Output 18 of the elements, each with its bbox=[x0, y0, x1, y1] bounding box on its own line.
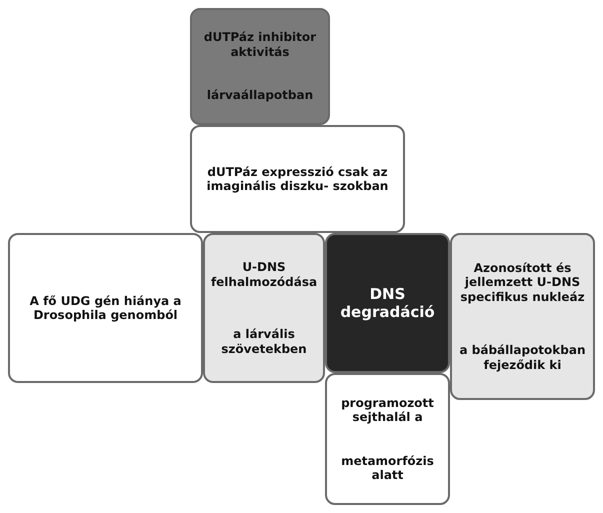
puzzle-piece bbox=[8, 233, 203, 383]
piece-text: a lárvális szövetekben bbox=[220, 327, 308, 356]
piece-text: programozott sejthalál a bbox=[340, 396, 435, 424]
piece-text: a bábállapotokban fejeződik ki bbox=[458, 343, 586, 372]
piece-text: DNS degradáció bbox=[339, 285, 436, 321]
puzzle-piece bbox=[325, 233, 450, 373]
puzzle-piece bbox=[450, 233, 595, 400]
piece-text: U-DNS felhalmozódása bbox=[210, 260, 318, 289]
piece-text: metamorfózis alatt bbox=[340, 454, 435, 482]
puzzle-piece bbox=[190, 8, 330, 125]
puzzle-piece bbox=[190, 125, 405, 233]
puzzle-piece bbox=[325, 373, 450, 505]
piece-text: dUTPáz inhibitor aktivitás bbox=[202, 30, 318, 60]
piece-text: A fő UDG gén hiánya a Drosophila genomból bbox=[28, 294, 182, 322]
piece-text: dUTPáz expresszió csak az imaginális diszku- szokban bbox=[206, 164, 390, 194]
piece-text: Azonosított és jellemzett U-DNS specifikus nukleáz bbox=[459, 260, 586, 304]
puzzle-piece bbox=[203, 233, 325, 383]
piece-text: lárvaállapotban bbox=[206, 88, 314, 103]
